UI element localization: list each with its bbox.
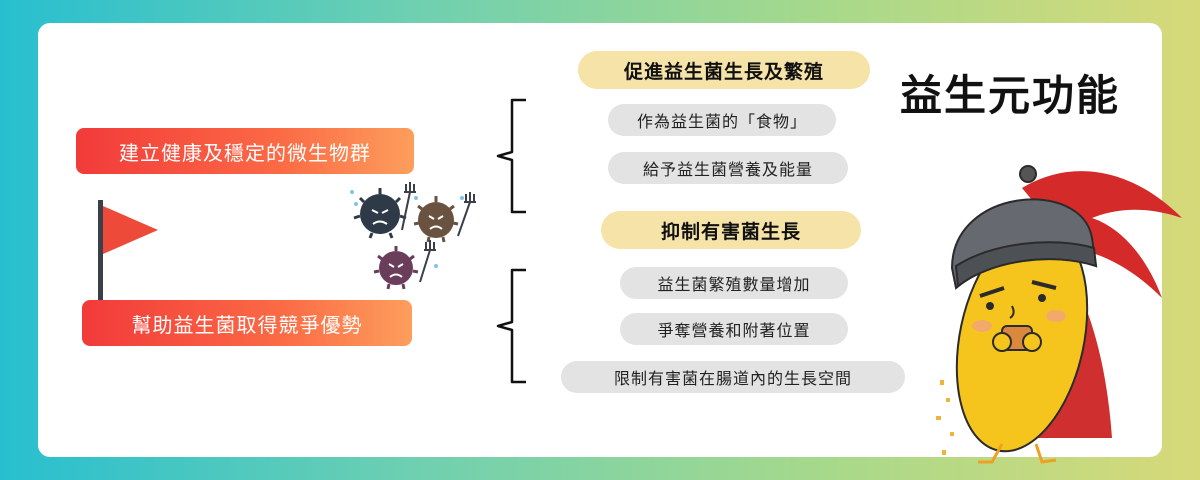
group-heading-inhibit: 抑制有害菌生長 xyxy=(601,211,861,249)
mascot-illustration xyxy=(936,165,1182,464)
group-heading-promote-label: 促進益生菌生長及繁殖 xyxy=(623,60,824,83)
list-item-label: 給予益生菌營養及能量 xyxy=(642,160,813,179)
list-item-label: 作為益生菌的「食物」 xyxy=(636,112,807,131)
pill-competitive-advantage: 幫助益生菌取得競爭優勢 xyxy=(82,300,412,346)
list-item: 益生菌繁殖數量增加 xyxy=(620,267,848,299)
bracket-icon-top xyxy=(496,98,526,214)
group-heading-inhibit-label: 抑制有害菌生長 xyxy=(660,220,801,243)
bracket-icon-bottom xyxy=(496,268,526,384)
flag-icon xyxy=(98,200,158,300)
list-item-label: 限制有害菌在腸道內的生長空間 xyxy=(613,369,852,388)
group-heading-promote: 促進益生菌生長及繁殖 xyxy=(578,51,870,89)
pill-stable-microbiota-label: 建立健康及穩定的微生物群 xyxy=(119,140,371,165)
list-item: 作為益生菌的「食物」 xyxy=(608,104,836,136)
bacteria-icon xyxy=(350,182,476,290)
list-item: 限制有害菌在腸道內的生長空間 xyxy=(561,361,905,393)
list-item-label: 爭奪營養和附著位置 xyxy=(657,321,811,340)
page-title: 益生元功能 xyxy=(900,71,1121,120)
pill-competitive-advantage-label: 幫助益生菌取得競爭優勢 xyxy=(131,312,363,337)
list-item: 爭奪營養和附著位置 xyxy=(620,313,848,345)
list-item-label: 益生菌繁殖數量增加 xyxy=(657,275,811,294)
list-item: 給予益生菌營養及能量 xyxy=(608,152,848,184)
pill-stable-microbiota: 建立健康及穩定的微生物群 xyxy=(76,128,414,174)
